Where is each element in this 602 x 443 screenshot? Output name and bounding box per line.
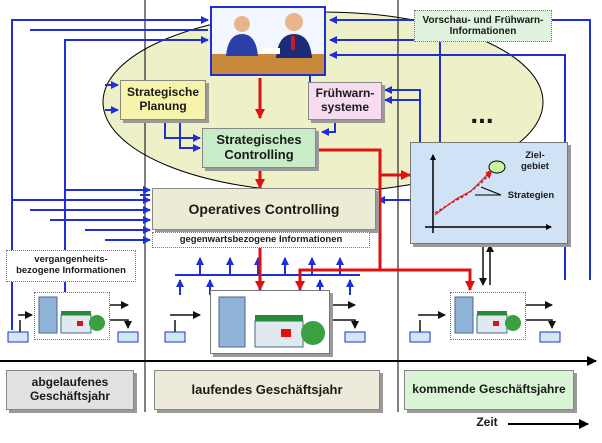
trend-chart-icon xyxy=(425,154,552,233)
period-abgelaufenes: abgelaufenes Geschäftsjahr xyxy=(6,370,134,410)
strategisches-controlling-box: Strategisches Controlling xyxy=(202,128,316,168)
operatives-controlling-box: Operatives Controlling xyxy=(152,188,376,230)
company-building-icon xyxy=(218,296,325,348)
vergangenheitsbezogene-box: vergangenheits- bezogene Informationen xyxy=(6,250,136,282)
company-unit-future xyxy=(450,292,526,340)
strategische-planung-box: Strategische Planung xyxy=(120,80,206,120)
fruehwarnsysteme-label: Frühwarn- systeme xyxy=(315,86,375,114)
more-ellipsis: ... xyxy=(470,98,494,129)
period-kommende: kommende Geschäftsjahre xyxy=(404,370,574,410)
period-kommende-label: kommende Geschäftsjahre xyxy=(412,382,566,397)
operatives-controlling-label: Operatives Controlling xyxy=(188,200,340,217)
meeting-picture xyxy=(210,6,326,76)
period-abgelaufenes-label: abgelaufenes Geschäftsjahr xyxy=(29,375,111,403)
black-arrows xyxy=(18,244,556,338)
vorschau-label: Vorschau- und Frühwarn- Informationen xyxy=(422,14,544,38)
strategische-planung-label: Strategische Planung xyxy=(126,85,200,113)
blue-arrows xyxy=(11,16,591,330)
strategy-chart-box: Ziel- gebiet Strategien xyxy=(410,142,568,244)
company-unit-current xyxy=(210,290,330,354)
company-building-icon xyxy=(38,296,105,334)
fruehwarnsysteme-box: Frühwarn- systeme xyxy=(308,82,382,120)
vergangenheitsbezogene-label: vergangenheits- bezogene Informationen xyxy=(16,254,126,276)
company-building-icon xyxy=(454,296,521,334)
period-laufendes: laufendes Geschäftsjahr xyxy=(154,370,380,410)
info-stubs xyxy=(7,331,561,343)
gegenwartsbezogene-box: gegenwartsbezogene Informationen xyxy=(152,232,370,248)
period-laufendes-label: laufendes Geschäftsjahr xyxy=(191,381,343,397)
zeit-label: Zeit xyxy=(476,415,498,429)
meeting-people-icon xyxy=(212,13,324,74)
company-unit-past xyxy=(34,292,110,340)
strategisches-controlling-label: Strategisches Controlling xyxy=(216,132,302,162)
vorschau-box: Vorschau- und Frühwarn- Informationen xyxy=(414,10,552,42)
gegenwartsbezogene-label: gegenwartsbezogene Informationen xyxy=(179,233,343,245)
ziel-label: Ziel- gebiet xyxy=(521,150,549,172)
strategien-label: Strategien xyxy=(507,190,555,201)
